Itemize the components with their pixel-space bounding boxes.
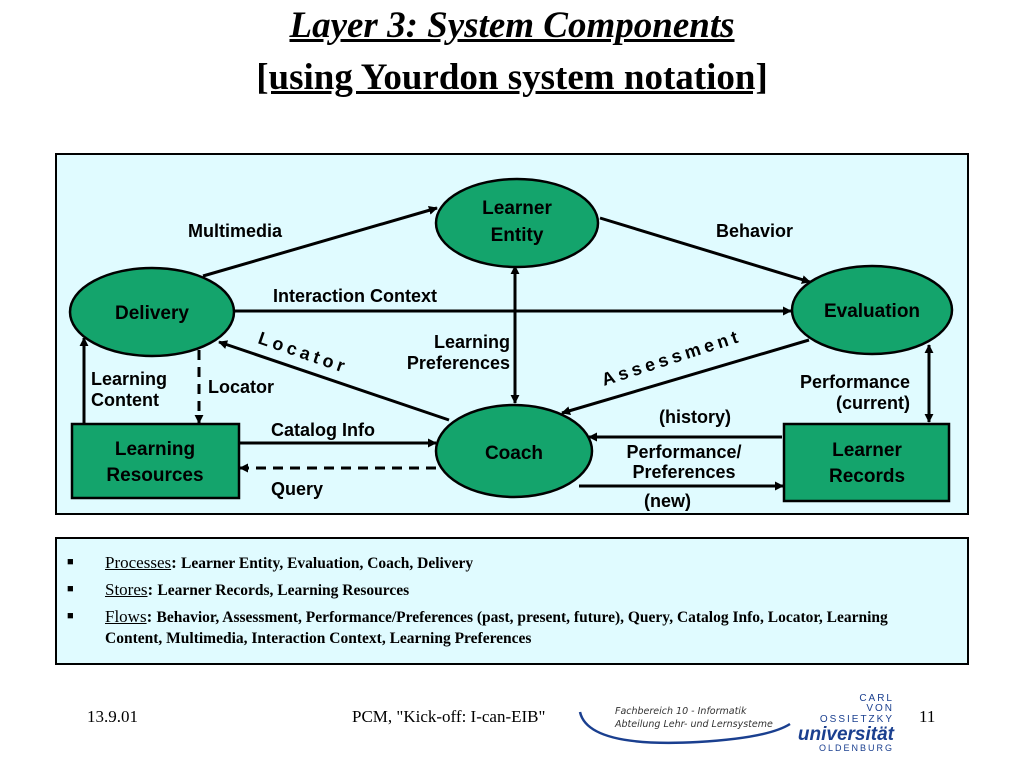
legend-value-processes: Learner Entity, Evaluation, Coach, Deliv…: [181, 555, 474, 572]
process-learner-entity: [434, 177, 600, 269]
behavior-label: Behavior: [716, 221, 793, 241]
learning-content-label-1: Learning: [91, 369, 167, 389]
coach-label: Coach: [485, 443, 543, 464]
footer-title: PCM, "Kick-off: I-can-EIB": [352, 707, 546, 726]
delivery-label: Delivery: [115, 303, 189, 324]
slide-title: Layer 3: System Components: [289, 5, 735, 46]
performance-preferences-label-1: Performance/: [626, 442, 741, 462]
legend-key-flows: Flows: [105, 607, 147, 626]
logo-dept-line-2: Abteilung Lehr- und Lernsysteme: [614, 719, 773, 730]
evaluation-label: Evaluation: [824, 301, 920, 322]
legend-value-flows: Behavior, Assessment, Performance/Prefer…: [105, 609, 888, 647]
flow-multimedia-arrow: [202, 205, 438, 278]
learning-preferences-label-1: Learning: [434, 332, 510, 352]
learner-records-label-2: Records: [829, 466, 905, 487]
catalog-info-label: Catalog Info: [271, 420, 375, 440]
bullet-icon: ■: [67, 556, 74, 568]
legend-panel: ■ Processes: Learner Entity, Evaluation,…: [55, 537, 969, 665]
process-delivery: [68, 266, 236, 358]
page-number: 11: [919, 707, 936, 726]
logo-oldenburg: OLDENBURG: [819, 743, 894, 753]
learner-entity-label-1: Learner: [482, 198, 552, 219]
footer-date: 13.9.01: [87, 707, 138, 726]
flow-assessment-arrow: [561, 338, 810, 416]
new-label: (new): [644, 491, 691, 511]
history-label: (history): [659, 407, 731, 427]
learning-resources-label-2: Resources: [106, 465, 203, 486]
bullet-icon: ■: [67, 583, 74, 595]
learner-entity-label-2: Entity: [491, 225, 544, 246]
slide-subtitle: [using Yourdon system notation]: [256, 57, 768, 98]
learning-content-label-2: Content: [91, 390, 159, 410]
logo-ossietzky: OSSIETZKY: [820, 714, 894, 725]
performance-preferences-label-2: Preferences: [632, 462, 735, 482]
learning-resources-label-1: Learning: [115, 439, 195, 460]
process-evaluation: [790, 264, 954, 356]
store-learning-resources: [70, 422, 241, 500]
performance-current-label-2: (current): [836, 393, 910, 413]
process-coach: [434, 403, 594, 499]
flow-behavior-arrow: [599, 216, 811, 284]
university-logo: Fachbereich 10 - Informatik Abteilung Le…: [578, 693, 895, 753]
multimedia-label: Multimedia: [188, 221, 283, 241]
locator-label: Locator: [208, 377, 274, 397]
diagram-panel: Learner Entity Delivery Evaluation Coach…: [55, 153, 969, 515]
yourdon-diagram: Learner Entity Delivery Evaluation Coach…: [68, 177, 954, 511]
legend-key-processes: Processes: [105, 553, 172, 572]
learner-records-label-1: Learner: [832, 440, 902, 461]
logo-universitaet: universität: [798, 724, 895, 745]
logo-von: VON: [866, 703, 894, 714]
bullet-icon: ■: [67, 610, 74, 622]
logo-carl: CARL: [859, 693, 894, 704]
interaction-context-label: Interaction Context: [273, 286, 437, 306]
logo-swoosh: [578, 711, 791, 745]
logo-dept-line-1: Fachbereich 10 - Informatik: [615, 706, 747, 717]
legend-value-stores: Learner Records, Learning Resources: [157, 582, 410, 599]
flow-locator-diagonal-arrow: [218, 340, 450, 422]
learning-preferences-label-2: Preferences: [407, 353, 510, 373]
performance-current-label-1: Performance: [800, 372, 910, 392]
legend-key-stores: Stores: [105, 580, 148, 599]
query-label: Query: [271, 479, 323, 499]
store-learner-records: [782, 422, 951, 503]
